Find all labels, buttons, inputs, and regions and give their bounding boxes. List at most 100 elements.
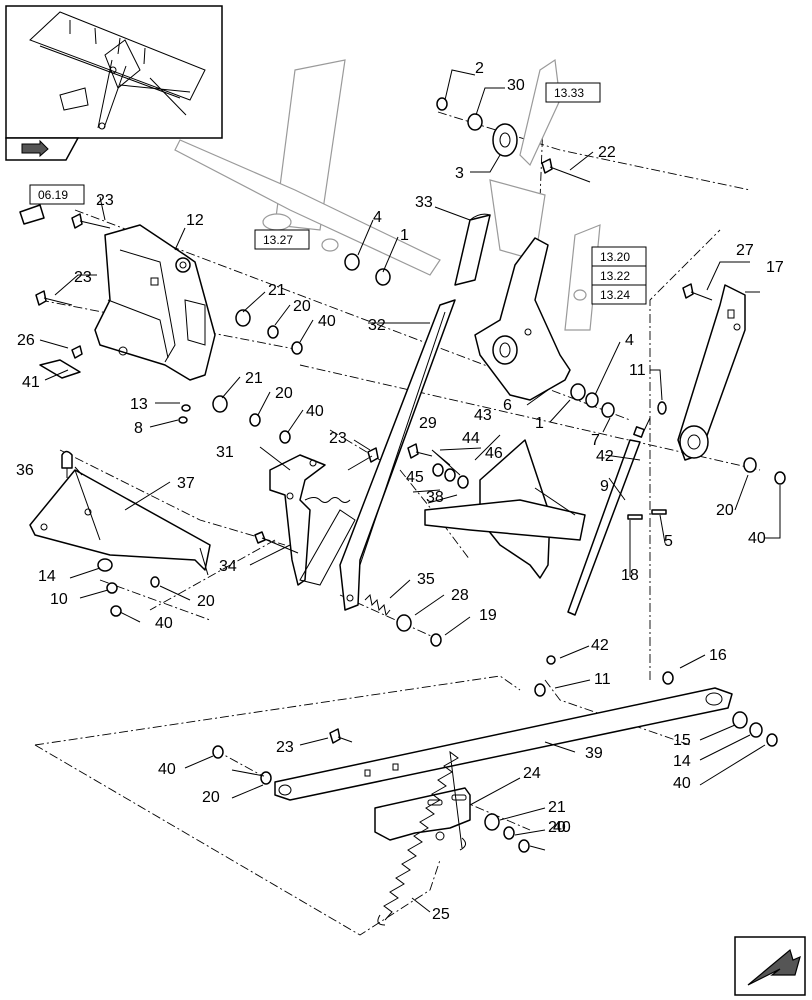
part-32-lever [339, 299, 456, 611]
callout-45: 45 [406, 469, 424, 486]
callout-38: 38 [426, 489, 444, 506]
callout-23d: 23 [276, 739, 294, 756]
callout-46: 46 [485, 445, 503, 462]
ref-box-13-22[interactable]: 13.22 [591, 265, 647, 286]
ref-box-13-27[interactable]: 13.27 [254, 229, 310, 250]
part-35-spring [364, 593, 391, 617]
callout-40d: 40 [155, 615, 173, 632]
callout-43: 43 [474, 407, 492, 424]
callout-18: 18 [621, 567, 639, 584]
callout-4a: 4 [373, 209, 382, 226]
ref-label: 13.20 [600, 250, 630, 264]
ref-label: 13.33 [554, 86, 584, 100]
part-36-bolt [61, 450, 73, 478]
callout-40b: 40 [306, 403, 324, 420]
callout-22: 22 [598, 144, 616, 161]
callout-7: 7 [591, 432, 600, 449]
callout-1b: 1 [535, 415, 544, 432]
callout-41: 41 [22, 374, 40, 391]
callout-25: 25 [432, 906, 450, 923]
callout-37: 37 [177, 475, 195, 492]
callout-24: 24 [523, 765, 541, 782]
callout-42b: 42 [591, 637, 609, 654]
callout-42a: 42 [596, 448, 614, 465]
callout-8: 8 [134, 420, 143, 437]
callout-40e: 40 [673, 775, 691, 792]
callout-21a: 21 [268, 282, 286, 299]
callout-23b: 23 [74, 269, 92, 286]
callout-30: 30 [507, 77, 525, 94]
callout-31: 31 [216, 444, 234, 461]
callout-20d: 20 [197, 593, 215, 610]
callout-6: 6 [503, 397, 512, 414]
callout-27: 27 [736, 242, 754, 259]
callout-14b: 14 [673, 753, 691, 770]
part-24-plate [374, 787, 471, 841]
assembly-center-lines [34, 69, 761, 936]
callout-29: 29 [419, 415, 437, 432]
callout-33: 33 [415, 194, 433, 211]
ref-box-13-33[interactable]: 13.33 [545, 82, 601, 103]
callout-20a: 20 [293, 298, 311, 315]
callout-23c: 23 [329, 430, 347, 447]
callout-numbers: 2 30 3 22 33 4 1 12 23 23 27 17 21 20 40… [16, 60, 784, 923]
callout-35: 35 [417, 571, 435, 588]
callout-20c: 20 [716, 502, 734, 519]
ref-box-13-24[interactable]: 13.24 [591, 284, 647, 305]
callout-19: 19 [479, 607, 497, 624]
callout-13: 13 [130, 396, 148, 413]
previous-page-arrow-icon[interactable] [5, 137, 80, 161]
callout-14a: 14 [38, 568, 56, 585]
callout-20b: 20 [275, 385, 293, 402]
ref-label: 13.27 [263, 233, 293, 247]
part-12-bracket [94, 224, 216, 381]
hardware-washers-nuts [19, 97, 786, 853]
part-39-link [274, 687, 733, 801]
callout-21b: 21 [245, 370, 263, 387]
next-page-arrow-icon[interactable] [734, 936, 806, 996]
ref-box-06-19[interactable]: 06.19 [29, 184, 85, 205]
callout-28: 28 [451, 587, 469, 604]
callout-39: 39 [585, 745, 603, 762]
callout-1a: 1 [400, 227, 409, 244]
callout-20e: 20 [202, 789, 220, 806]
part-34-bolt [254, 531, 299, 554]
part-31-bracket [269, 454, 356, 586]
callout-40a: 40 [318, 313, 336, 330]
part-43-cover [424, 439, 586, 579]
callout-2: 2 [475, 60, 484, 77]
callout-9: 9 [600, 478, 609, 495]
ref-box-13-20[interactable]: 13.20 [591, 246, 647, 267]
callout-40g: 40 [553, 819, 571, 836]
ref-label: 13.22 [600, 269, 630, 283]
callout-40f: 40 [158, 761, 176, 778]
callout-3: 3 [455, 165, 464, 182]
part-33-block [454, 213, 491, 286]
callout-32: 32 [368, 317, 386, 334]
callout-4b: 4 [625, 332, 634, 349]
callout-36: 36 [16, 462, 34, 479]
callout-15: 15 [673, 732, 691, 749]
callout-10: 10 [50, 591, 68, 608]
callout-21c: 21 [548, 799, 566, 816]
callout-26: 26 [17, 332, 35, 349]
ref-label: 06.19 [38, 188, 68, 202]
callout-16: 16 [709, 647, 727, 664]
callout-11b: 11 [594, 671, 611, 688]
callout-23a: 23 [96, 192, 114, 209]
callout-34: 34 [219, 558, 237, 575]
part-37-shield [29, 469, 211, 576]
callout-20f: 20 [548, 819, 566, 836]
part-6-plate [474, 237, 571, 401]
ref-label: 13.24 [600, 288, 630, 302]
callout-12: 12 [186, 212, 204, 229]
callout-17: 17 [766, 259, 784, 276]
part-17-arm [677, 284, 746, 461]
callout-leader-lines [39, 69, 781, 913]
part-9-rod [567, 417, 651, 616]
callout-11a: 11 [629, 362, 646, 379]
assembly-overview-thumbnail[interactable] [5, 5, 223, 139]
part-25-spring [377, 750, 466, 926]
callout-44: 44 [462, 430, 480, 447]
